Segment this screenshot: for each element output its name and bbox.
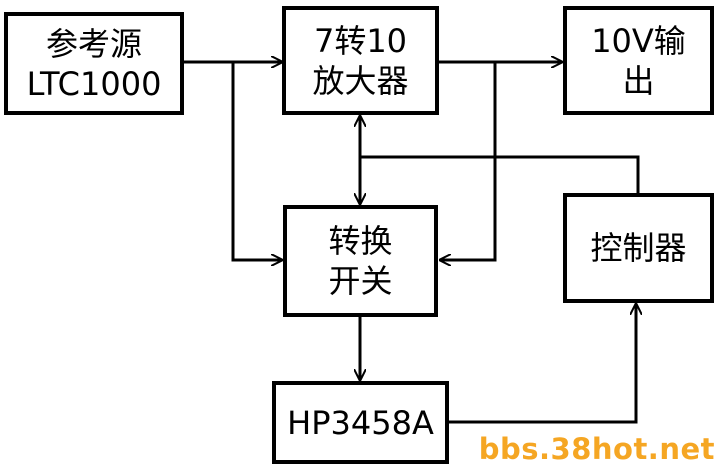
wire-amplifier-to-switch xyxy=(440,62,497,260)
output-block: 10V输 出 xyxy=(563,6,714,115)
switch-block-line2: 开关 xyxy=(328,262,393,300)
amplifier-block-line2: 放大器 xyxy=(312,61,409,100)
output-block-line2: 出 xyxy=(622,61,655,100)
amplifier-block: 7转10 放大器 xyxy=(282,6,439,115)
reference-block-line1: 参考源 xyxy=(45,24,142,63)
switch-block-line1: 转换 xyxy=(328,222,393,260)
reference-block: 参考源 LTC1000 xyxy=(4,12,184,115)
output-block-line1: 10V输 xyxy=(591,21,686,60)
controller-block-line1: 控制器 xyxy=(590,229,687,267)
meter-block: HP3458A xyxy=(272,381,449,464)
wire-reference-to-switch xyxy=(231,62,282,260)
wire-meter-to-controller xyxy=(448,304,636,424)
wire-controller-bus xyxy=(360,155,640,193)
controller-block: 控制器 xyxy=(563,193,714,303)
amplifier-block-line1: 7转10 xyxy=(313,21,408,60)
meter-block-line1: HP3458A xyxy=(287,403,434,442)
watermark-text: bbs.38hot.net xyxy=(478,432,715,466)
reference-block-line2: LTC1000 xyxy=(26,64,162,103)
switch-block: 转换 开关 xyxy=(283,205,438,317)
